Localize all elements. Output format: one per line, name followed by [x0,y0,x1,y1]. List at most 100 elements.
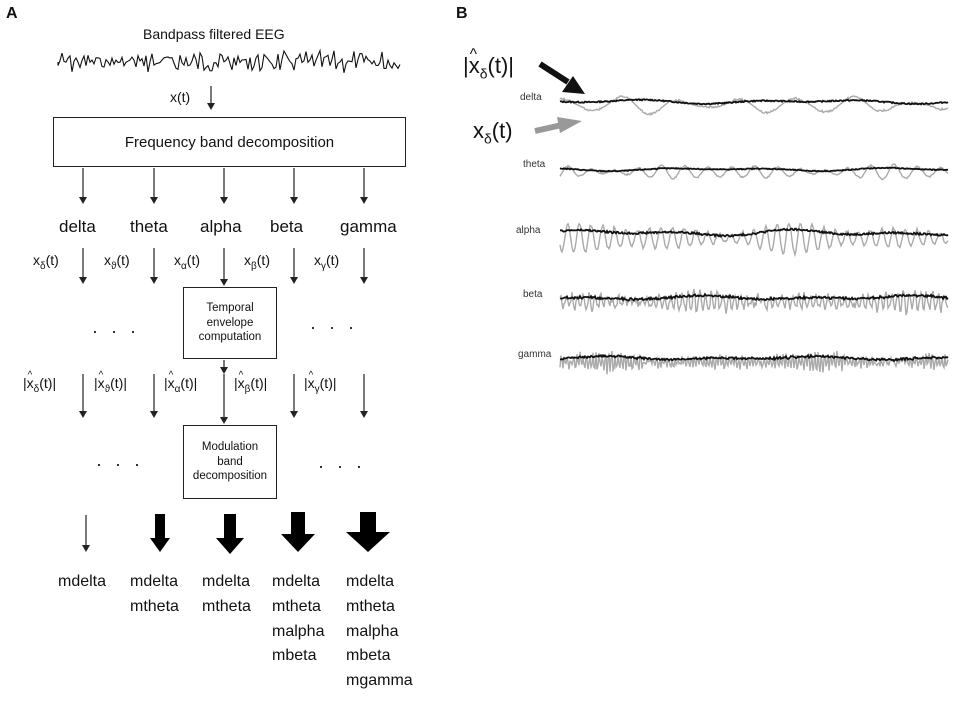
input-eeg-trace [57,48,401,73]
band-signal-beta-suffix: (t) [256,252,270,268]
panel-a-label: A [6,5,18,22]
modulation-band-box: Modulation band decomposition [183,425,277,499]
temporal-envelope-box: Temporal envelope computation [183,287,277,359]
legend-envelope-subscript: δ [479,65,488,82]
input-arrow-head [207,103,215,110]
band-arrow-alpha-head [220,197,228,204]
trace-label-theta: theta [523,159,546,170]
panel-b-label: B [456,5,468,22]
legend-envelope-bar-right: | [508,53,514,78]
band-envelope-gamma: |xγ(t)| [304,371,337,395]
signal-arrow-theta-head [150,277,158,284]
output-arrow-gamma [346,512,390,552]
legend-signal-suffix: (t) [491,118,513,143]
trace-signal-alpha [559,222,949,258]
modulation-output-alpha: mdelta mtheta [202,573,251,615]
envelope-arrow-delta-head [79,411,87,418]
legend-envelope: |xδ(t)| [463,47,514,82]
band-label-beta: beta [270,217,304,236]
modulation-output-gamma: mdelta mtheta malpha mbeta mgamma [346,573,413,690]
band-signal-delta: xδ(t) [33,253,59,272]
legend-signal: xδ(t) [473,118,513,146]
band-envelope-beta-bar-right: | [263,375,268,391]
band-signal-theta-symbol: x [104,252,111,268]
band-label-delta: delta [59,217,96,236]
band-envelope-theta-subscript: ϑ [104,383,111,395]
legend-signal-arrow-shaft [534,122,563,134]
trace-envelope-theta [559,166,949,173]
band-envelope-gamma-symbol: x [308,371,315,390]
band-envelope-beta-symbol: x [238,371,245,390]
output-arrow-theta [150,514,170,552]
modulation-output-delta: mdelta [58,573,107,590]
output-arrow-beta [281,512,315,552]
band-signal-gamma-symbol: x [314,252,321,268]
band-signal-gamma-suffix: (t) [326,252,340,268]
band-envelope-alpha: |xα(t)| [164,371,198,395]
trace-envelope-alpha [560,227,949,239]
band-signal-theta-subscript: ϑ [111,260,117,272]
signal-arrow-alpha-head [220,279,228,286]
band-signal-beta-subscript: β [251,260,257,272]
band-signal-theta-suffix: (t) [116,252,130,268]
trace-envelope-gamma [559,353,949,363]
band-signal-beta-symbol: x [244,252,251,268]
ellipsis-left-2: · · · [96,454,144,474]
band-envelope-theta-suffix: (t) [110,375,124,391]
modulation-band-label: Modulation band decomposition [192,441,268,483]
band-envelope-delta-symbol: x [27,371,34,390]
band-arrow-delta-head [79,197,87,204]
band-arrow-beta-head [290,197,298,204]
band-label-gamma: gamma [340,217,397,236]
legend-envelope-arrow-head [562,76,585,94]
band-arrow-gamma-head [360,197,368,204]
legend-envelope-bar-left: | [463,53,469,78]
legend-envelope-arrow-shaft [538,61,570,85]
legend-signal-arrow-head [557,117,582,133]
signal-arrow-delta-head [79,277,87,284]
band-signal-alpha-subscript: α [181,260,187,272]
band-envelope-gamma-subscript: γ [314,383,320,395]
frequency-band-decomposition-label: Frequency band decomposition [124,133,335,151]
trace-signal-delta [559,95,949,116]
temporal-envelope-label: Temporal envelope computation [198,302,262,344]
band-signal-gamma: xγ(t) [314,253,339,272]
band-envelope-theta-bar-left: | [94,375,98,391]
band-signal-alpha-symbol: x [174,252,181,268]
band-signal-alpha: xα(t) [174,253,200,272]
envelope-arrow-beta-head [290,411,298,418]
band-envelope-gamma-suffix: (t) [319,375,333,391]
signal-arrow-gamma-head [360,277,368,284]
band-envelope-gamma-bar-right: | [332,375,337,391]
legend-envelope-symbol: x [469,47,480,77]
band-envelope-delta-subscript: δ [33,383,40,395]
legend-envelope-suffix: (t) [487,53,509,78]
band-envelope-theta: |xϑ(t)| [94,371,127,395]
frequency-band-decomposition-box: Frequency band decomposition [53,117,406,167]
band-envelope-delta-bar-left: | [23,375,27,391]
trace-label-gamma: gamma [518,349,552,360]
band-label-alpha: alpha [200,217,242,236]
envelope-arrow-gamma-head [360,411,368,418]
envelope-arrow-alpha-head [220,417,228,424]
band-signal-delta-suffix: (t) [45,252,59,268]
envelope-arrow-theta-head [150,411,158,418]
legend-signal-symbol: x [473,118,484,143]
band-envelope-gamma-bar-left: | [304,375,308,391]
ellipsis-right-1: · · · [310,317,358,337]
trace-label-delta: delta [520,92,542,103]
band-signal-gamma-subscript: γ [321,260,326,272]
band-envelope-theta-symbol: x [98,371,105,390]
band-envelope-alpha-suffix: (t) [180,375,194,391]
input-title: Bandpass filtered EEG [143,26,285,42]
band-envelope-alpha-subscript: α [174,383,181,395]
band-signal-theta: xϑ(t) [104,253,130,272]
band-envelope-beta-suffix: (t) [250,375,264,391]
band-envelope-delta: |xδ(t)| [23,371,56,395]
trace-label-alpha: alpha [516,225,541,236]
band-envelope-alpha-bar-right: | [193,375,198,391]
band-signal-delta-subscript: δ [40,260,46,272]
output-arrow-alpha [216,514,244,554]
